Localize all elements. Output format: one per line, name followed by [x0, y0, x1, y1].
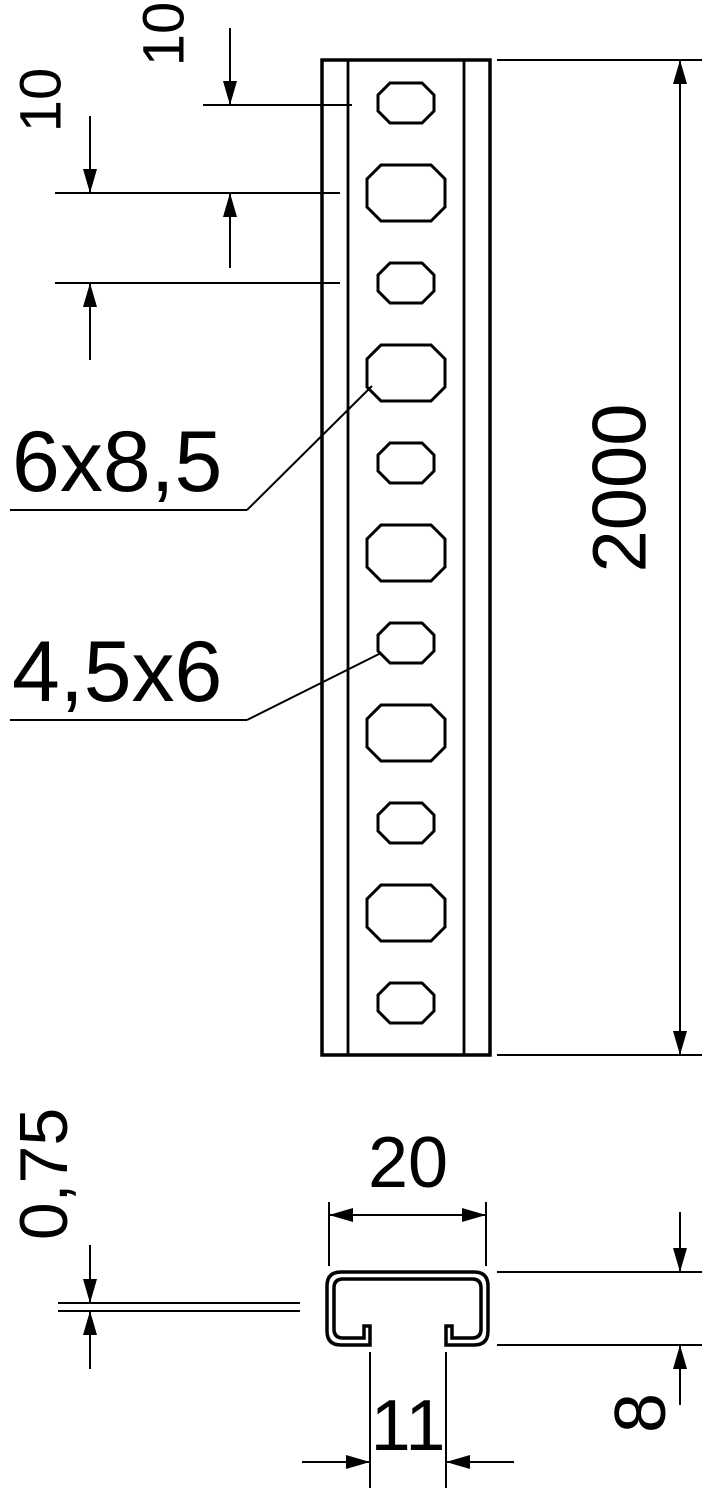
cross-section-view	[325, 1270, 490, 1347]
slot-hole-large	[365, 883, 447, 943]
large-slot-label: 6x8,5	[12, 414, 222, 510]
leader-line	[246, 385, 373, 511]
arrowhead-up	[83, 1311, 97, 1335]
slot-hole-large	[365, 703, 447, 763]
dim-pitch-second-label: 10	[9, 68, 74, 133]
height-label: 8	[601, 1393, 681, 1433]
arrowhead-left	[329, 1208, 353, 1222]
arrowhead-right	[462, 1208, 486, 1222]
arrowhead-down	[673, 1248, 687, 1272]
slot-hole-small	[376, 441, 436, 485]
thickness-label: 0,75	[6, 1108, 82, 1240]
arrowhead-up	[673, 60, 687, 84]
slot-hole-large	[365, 523, 447, 583]
arrowhead-up	[673, 1345, 687, 1369]
slot-hole-small	[376, 261, 436, 305]
callout-small-slot: 4,5x6	[10, 624, 382, 721]
dim-height: 8	[497, 1212, 702, 1433]
small-slot-label: 4,5x6	[12, 624, 222, 720]
arrowhead-up	[223, 193, 237, 217]
dim-thickness: 0,75	[6, 1108, 300, 1369]
channel-profile	[325, 1270, 490, 1347]
front-view	[320, 58, 492, 1057]
width-label: 20	[368, 1123, 448, 1203]
dim-length: 2000	[497, 59, 702, 1056]
rail-outline	[320, 58, 492, 1057]
dim-pitch-top-label: 10	[132, 2, 197, 67]
arrowhead-down	[223, 81, 237, 105]
slot-hole-small	[376, 621, 436, 665]
dim-pitch-top: 10	[132, 2, 352, 268]
leader-line	[246, 652, 382, 721]
arrowhead-left	[446, 1455, 470, 1469]
callout-large-slot: 6x8,5	[10, 385, 373, 511]
slot-hole-large	[365, 343, 447, 403]
opening-label: 11	[371, 1386, 446, 1466]
dim-width: 20	[328, 1123, 487, 1266]
length-label: 2000	[578, 403, 663, 572]
slot-hole-small	[376, 81, 436, 125]
arrowhead-up	[83, 283, 97, 307]
arrowhead-down	[673, 1031, 687, 1055]
arrowhead-down	[83, 169, 97, 193]
slot-hole-small	[376, 801, 436, 845]
arrowhead-right	[346, 1455, 370, 1469]
slot-hole-large	[365, 163, 447, 223]
arrowhead-down	[83, 1279, 97, 1303]
dim-opening: 11	[302, 1352, 514, 1488]
slot-hole-small	[376, 981, 436, 1025]
dim-pitch-second: 10	[9, 68, 340, 360]
